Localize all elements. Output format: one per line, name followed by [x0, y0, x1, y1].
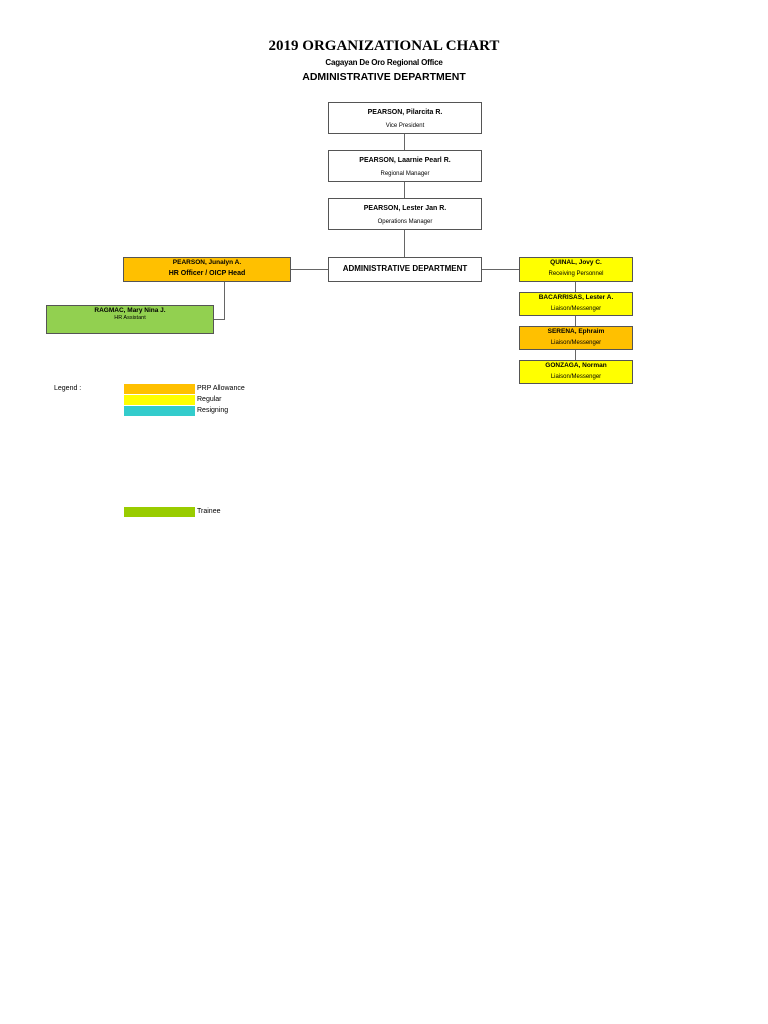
person-role: Liaison/Messenger — [550, 305, 602, 312]
person-name: PEARSON, Junalyn A. — [172, 259, 242, 266]
person-name: SERENA, Ephraim — [547, 328, 605, 335]
org-box-regional-manager: PEARSON, Laarnie Pearl R. Regional Manag… — [328, 150, 482, 182]
legend-label: Legend : — [54, 385, 82, 392]
department-title: ADMINISTRATIVE DEPARTMENT — [302, 71, 466, 83]
connector-hr-down — [224, 281, 225, 320]
org-box-vice-president: PEARSON, Pilarcita R. Vice President — [328, 102, 482, 134]
person-name: QUINAL, Jovy C. — [550, 259, 602, 266]
org-box-liaison-3: GONZAGA, Norman Liaison/Messenger — [519, 360, 633, 384]
office-subtitle: Cagayan De Oro Regional Office — [325, 58, 443, 67]
person-name: PEARSON, Pilarcita R. — [367, 109, 443, 116]
person-role: Liaison/Messenger — [550, 339, 602, 346]
connector-vp-rm — [404, 134, 405, 150]
person-role: HR Officer / OICP Head — [168, 269, 246, 277]
connector-dept-left — [291, 269, 329, 270]
org-box-operations-manager: PEARSON, Lester Jan R. Operations Manage… — [328, 198, 482, 230]
person-role: Operations Manager — [377, 219, 433, 225]
org-box-department: ADMINISTRATIVE DEPARTMENT — [328, 257, 482, 282]
org-box-liaison-2: SERENA, Ephraim Liaison/Messenger — [519, 326, 633, 350]
legend-text-regular: Regular — [197, 396, 222, 403]
person-name: PEARSON, Laarnie Pearl R. — [359, 157, 451, 164]
connector-dept-right — [481, 269, 519, 270]
org-box-receiving-personnel: QUINAL, Jovy C. Receiving Personnel — [519, 257, 633, 282]
person-name: GONZAGA, Norman — [545, 362, 607, 369]
person-role: Regional Manager — [380, 171, 430, 177]
legend-text-prp-allowance: PRP Allowance — [197, 385, 245, 392]
org-box-hr-assistant: RAGMAC, Mary Nina J. HR Assistant — [46, 305, 214, 334]
person-name: RAGMAC, Mary Nina J. — [94, 307, 166, 314]
connector-right-column — [575, 282, 576, 361]
legend-text-trainee: Trainee — [197, 508, 221, 515]
chart-title: 2019 ORGANIZATIONAL CHART — [268, 38, 500, 54]
department-label: ADMINISTRATIVE DEPARTMENT — [342, 264, 468, 273]
connector-hr-assistant — [214, 319, 225, 320]
legend-text-resigning: Resigning — [197, 407, 229, 414]
legend-swatch-prp-allowance — [124, 384, 195, 394]
person-role: HR Assistant — [114, 314, 146, 321]
connector-rm-om — [404, 182, 405, 198]
person-role: Receiving Personnel — [548, 270, 604, 277]
person-role: Vice President — [385, 123, 425, 129]
person-name: BACARRISAS, Lester A. — [538, 294, 614, 301]
legend-swatch-resigning — [124, 406, 195, 416]
legend-swatch-regular — [124, 395, 195, 405]
org-box-hr-officer: PEARSON, Junalyn A. HR Officer / OICP He… — [123, 257, 291, 282]
legend-swatch-trainee — [124, 507, 195, 517]
person-role: Liaison/Messenger — [550, 373, 602, 380]
connector-om-dept — [404, 230, 405, 257]
org-box-liaison-1: BACARRISAS, Lester A. Liaison/Messenger — [519, 292, 633, 316]
person-name: PEARSON, Lester Jan R. — [363, 205, 447, 212]
